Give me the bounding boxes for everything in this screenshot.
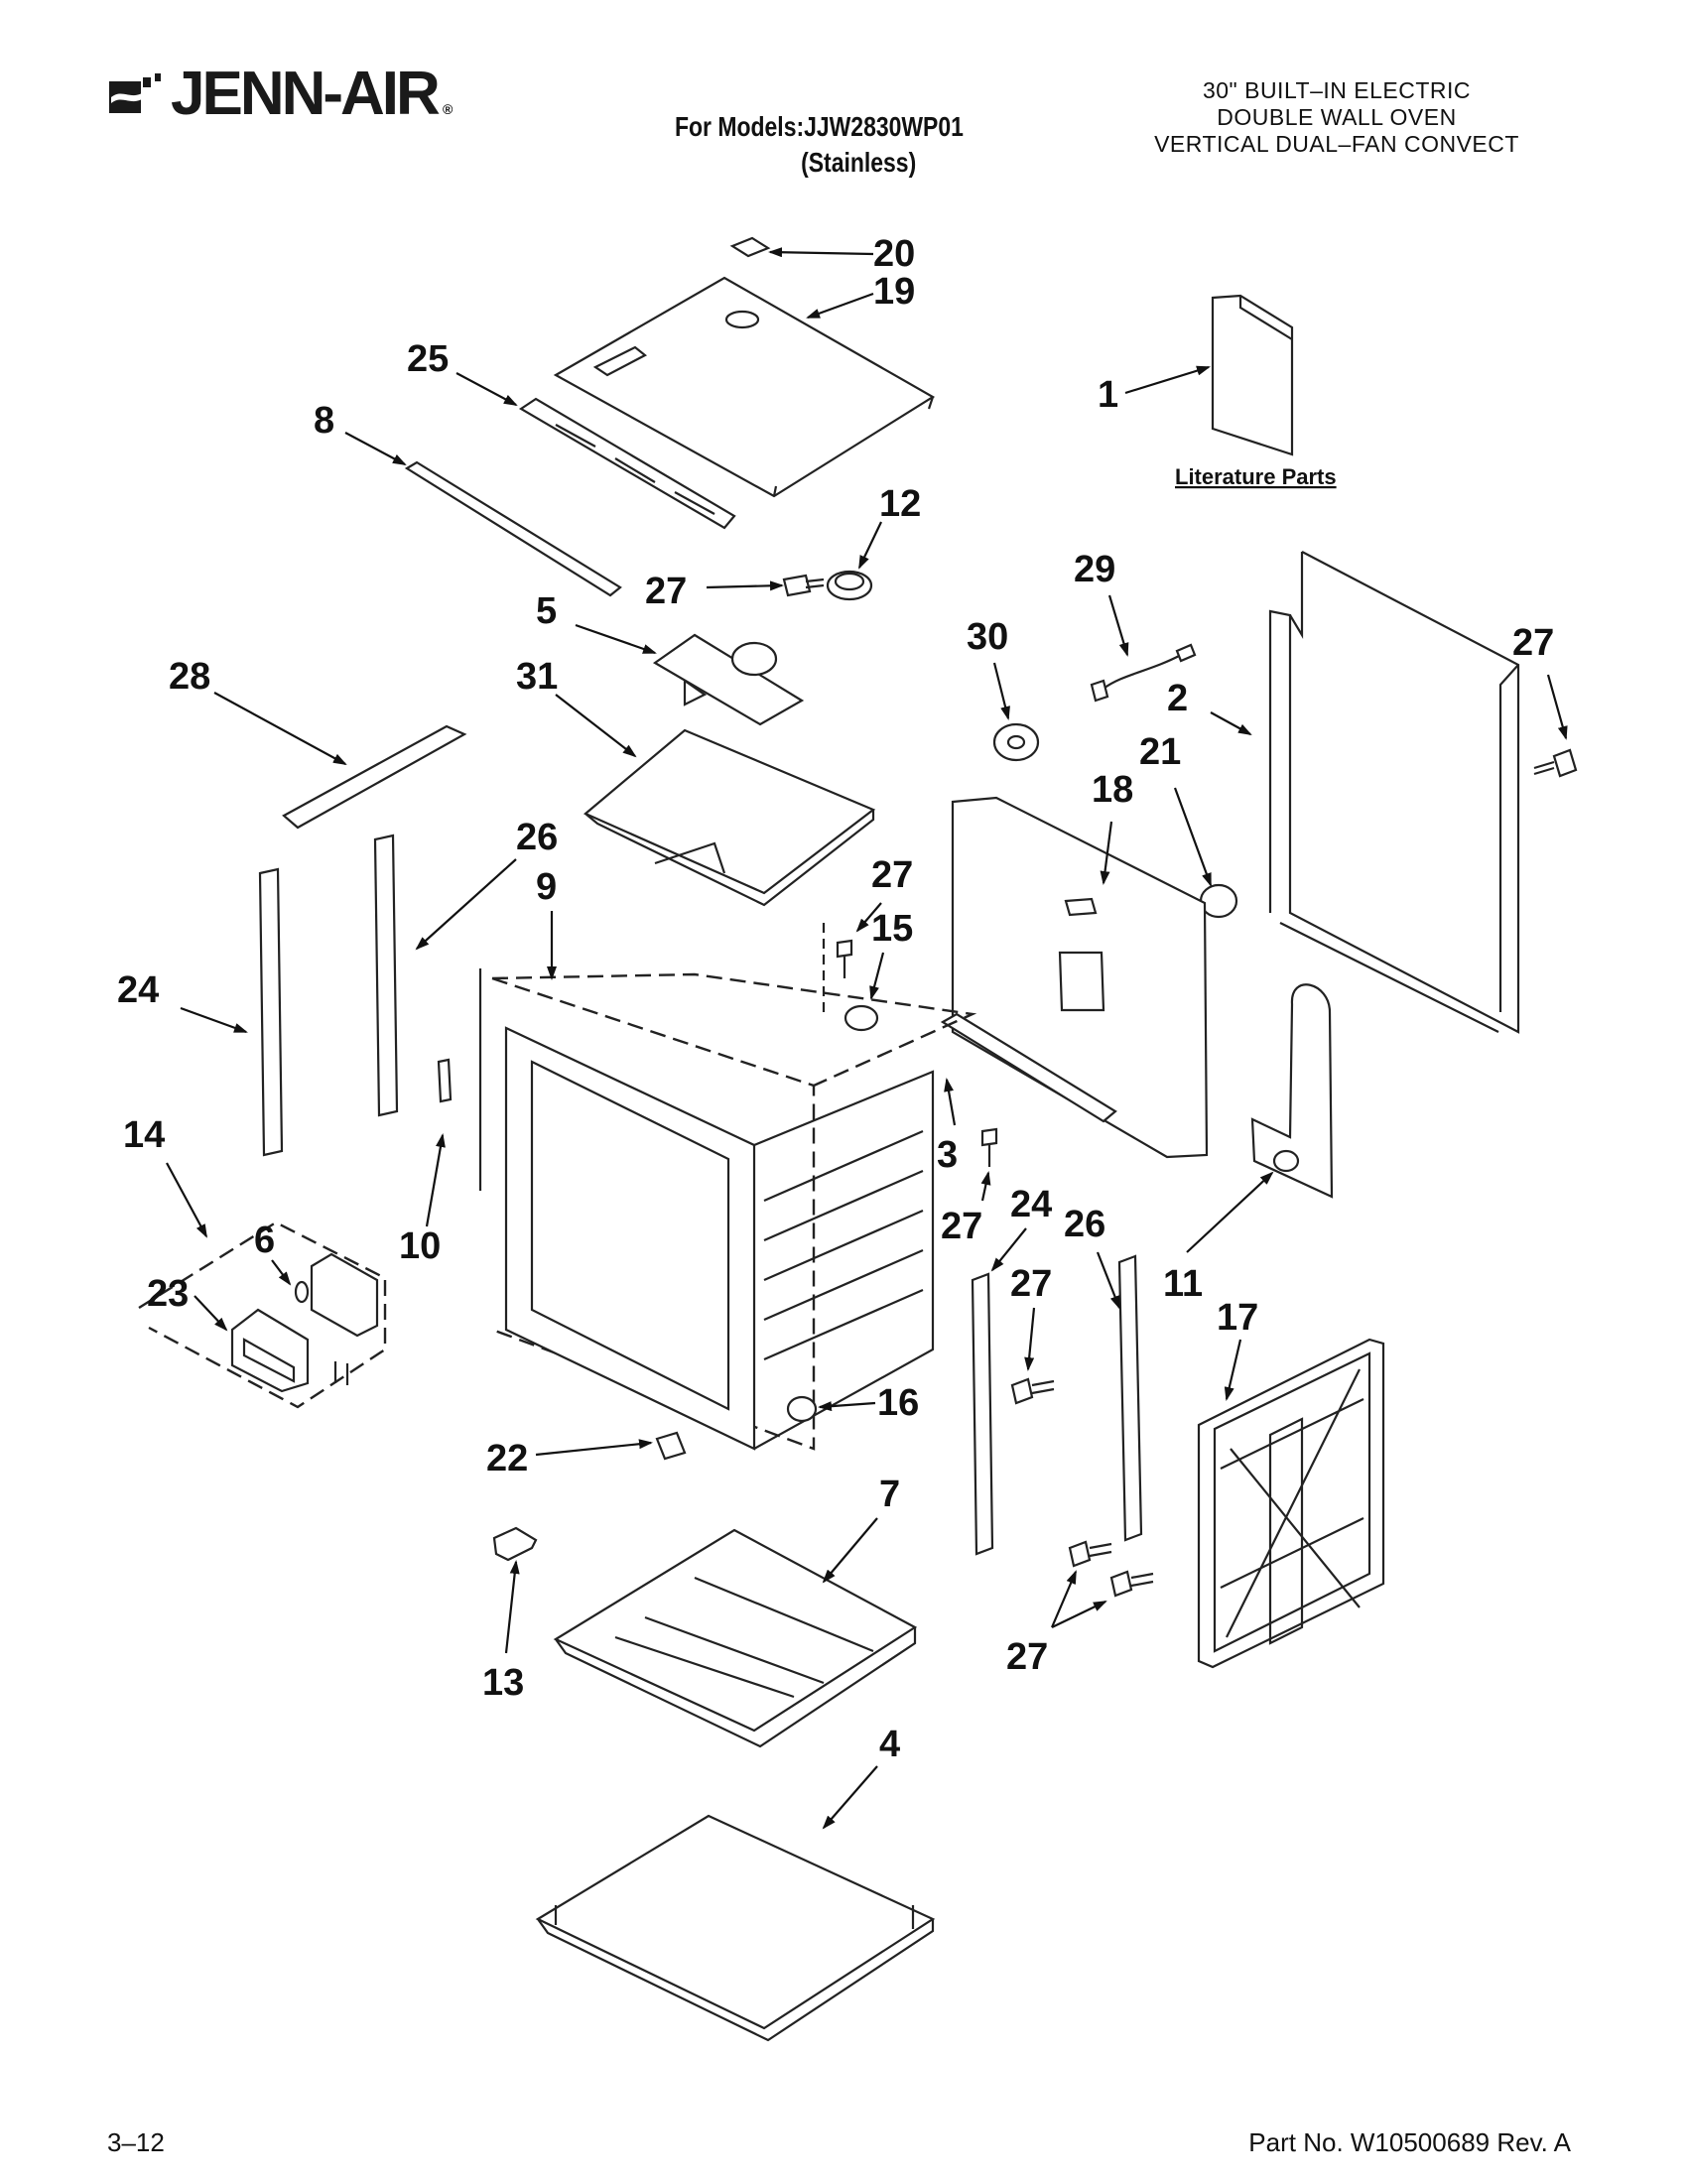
callout-30: 30 xyxy=(967,616,1008,658)
part-28-rail xyxy=(282,724,467,830)
callout-8: 8 xyxy=(314,400,334,442)
part-7-bottom-shield xyxy=(553,1528,918,1748)
part-24-side-rail xyxy=(971,1272,994,1556)
callout-26: 26 xyxy=(1064,1204,1105,1245)
part-16-fan-blade xyxy=(786,1395,818,1423)
callout-20: 20 xyxy=(873,233,915,275)
literature-parts-label: Literature Parts xyxy=(1175,464,1337,489)
callout-24: 24 xyxy=(1010,1184,1052,1225)
callout-1: 1 xyxy=(1098,374,1118,416)
part-30-thermostat xyxy=(992,722,1040,762)
callout-21: 21 xyxy=(1139,731,1181,773)
brand-name: JENN-AIR xyxy=(171,60,441,128)
part-25-vent-trim xyxy=(518,397,736,530)
brand-logo: JENN-AIR ® xyxy=(107,62,464,131)
callout-23: 23 xyxy=(147,1273,189,1315)
callout-7: 7 xyxy=(879,1474,900,1515)
callout-22: 22 xyxy=(486,1438,528,1479)
callout-6: 6 xyxy=(254,1220,275,1261)
callout-15: 15 xyxy=(871,908,913,950)
part-20-bracket xyxy=(729,236,771,258)
part-14-light-assembly xyxy=(138,1220,387,1409)
part-10-clip xyxy=(437,1058,453,1103)
callout-10: 10 xyxy=(399,1225,441,1267)
part-number: Part No. W10500689 Rev. A xyxy=(1248,2127,1571,2157)
callout-27: 27 xyxy=(1010,1263,1052,1305)
jenn-air-emblem-icon xyxy=(109,73,161,113)
part-17-door-frame xyxy=(1197,1338,1385,1669)
page-number: 3–12 xyxy=(107,2127,165,2157)
model-number: For Models:JJW2830WP01 xyxy=(675,111,964,142)
part-27-screw xyxy=(1010,1377,1055,1405)
part-1-literature xyxy=(1211,294,1294,456)
part-15-bushing xyxy=(844,1004,879,1032)
part-27-screw xyxy=(1068,1540,1112,1568)
part-31-top-shield xyxy=(583,728,876,907)
part-11-duct xyxy=(1250,983,1334,1199)
callout-9: 9 xyxy=(536,866,557,908)
part-27-screw xyxy=(980,1127,998,1167)
callout-27: 27 xyxy=(645,571,687,612)
title-line: VERTICAL DUAL–FAN CONVECT xyxy=(1154,131,1519,157)
callout-3: 3 xyxy=(937,1134,958,1176)
part-22-knob xyxy=(655,1431,687,1461)
callout-27: 27 xyxy=(1006,1636,1048,1678)
callout-14: 14 xyxy=(123,1114,165,1156)
callout-27: 27 xyxy=(871,854,913,896)
callout-4: 4 xyxy=(879,1724,900,1765)
part-9-oven-cavity xyxy=(478,923,977,1451)
part-21-switch xyxy=(1199,883,1238,919)
callout-17: 17 xyxy=(1217,1297,1258,1339)
part-12-fan-grille xyxy=(826,570,873,601)
callout-28: 28 xyxy=(169,656,210,698)
part-5-fan-motor xyxy=(652,633,805,726)
callout-18: 18 xyxy=(1092,769,1133,811)
part-26-side-rail xyxy=(373,834,399,1117)
part-27-screw xyxy=(836,939,853,978)
callout-31: 31 xyxy=(516,656,558,698)
callout-2: 2 xyxy=(1167,678,1188,719)
callout-16: 16 xyxy=(877,1382,919,1424)
callout-numbers: 20 19 25 8 1 12 27 29 5 30 27 28 31 2 21… xyxy=(117,233,1554,1765)
title-line: 30" BUILT–IN ELECTRIC xyxy=(1202,77,1472,103)
part-4-bottom-panel xyxy=(535,1814,936,2042)
product-title: 30" BUILT–IN ELECTRIC DOUBLE WALL OVEN V… xyxy=(1108,77,1565,158)
title-line: DOUBLE WALL OVEN xyxy=(1217,104,1457,130)
part-24-side-rail xyxy=(258,867,284,1157)
callout-27: 27 xyxy=(941,1206,982,1247)
model-info: For Models:JJW2830WP01 (Stainless) xyxy=(675,109,964,181)
part-27-screw xyxy=(782,574,825,597)
part-2-side-panel xyxy=(1268,551,1520,1034)
part-19-top-panel xyxy=(553,276,936,498)
callout-24: 24 xyxy=(117,969,159,1011)
leader-lines xyxy=(166,247,1568,1830)
part-29-wire-harness xyxy=(1090,643,1197,703)
model-finish: (Stainless) xyxy=(801,147,917,178)
callout-26: 26 xyxy=(516,817,558,858)
part-3-bracket xyxy=(940,1012,1117,1123)
callout-5: 5 xyxy=(536,590,557,632)
callout-12: 12 xyxy=(879,483,921,525)
part-13-switch xyxy=(492,1526,538,1562)
callout-27: 27 xyxy=(1512,622,1554,664)
callout-29: 29 xyxy=(1074,549,1115,590)
callout-11: 11 xyxy=(1163,1263,1203,1305)
part-8-rail xyxy=(404,460,622,597)
callout-19: 19 xyxy=(873,271,915,313)
registered-mark: ® xyxy=(443,101,454,117)
callout-13: 13 xyxy=(482,1662,524,1704)
part-27-screw xyxy=(1533,748,1578,778)
part-27-screw xyxy=(1109,1570,1154,1598)
callout-25: 25 xyxy=(407,338,449,380)
part-26-side-rail xyxy=(1117,1254,1143,1542)
